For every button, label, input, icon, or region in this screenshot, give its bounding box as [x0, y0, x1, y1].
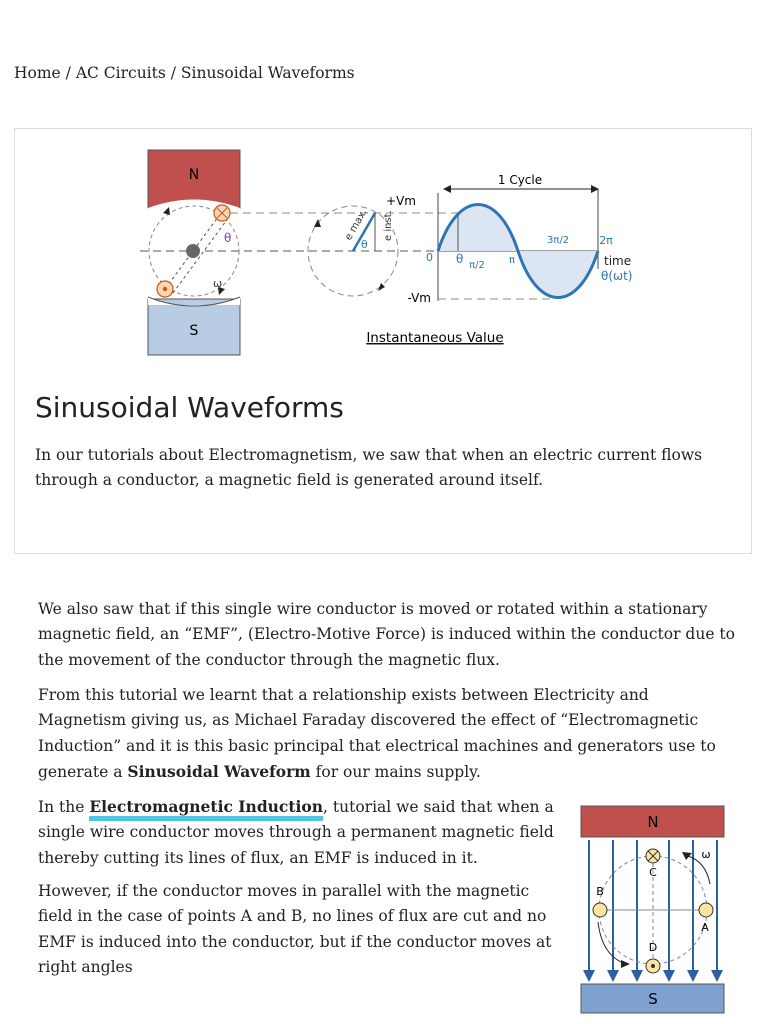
south-pole	[147, 298, 241, 356]
north-pole	[147, 149, 241, 209]
phasor-circle	[307, 205, 399, 297]
flux-lines	[588, 840, 718, 972]
breadcrumb-separator: /	[60, 64, 76, 82]
side-south-pole	[580, 983, 725, 1014]
paragraph-2: From this tutorial we learnt that a rela…	[38, 683, 738, 785]
side-south-label: S	[648, 990, 658, 1008]
paragraph-2-end: for our mains supply.	[310, 762, 481, 781]
breadcrumb-separator: /	[165, 64, 181, 82]
omega-label: ω	[213, 277, 222, 290]
time-label: time	[604, 254, 631, 268]
pi-half-label: π/2	[469, 260, 485, 271]
north-label: N	[189, 167, 199, 183]
page-title: Sinusoidal Waveforms	[35, 391, 344, 424]
breadcrumb-ac-circuits-link[interactable]: AC Circuits	[75, 64, 166, 82]
sinusoidal-waveform-term: Sinusoidal Waveform	[127, 761, 311, 781]
side-north-pole	[580, 805, 725, 838]
point-c-label: C	[649, 866, 657, 879]
pi-label: π	[509, 255, 515, 266]
two-pi-label: 2π	[599, 234, 613, 247]
phasor-line	[351, 212, 377, 252]
point-b-label: B	[596, 885, 604, 898]
breadcrumb-home-link[interactable]: Home	[14, 64, 61, 82]
paragraph-3-text: In the	[38, 798, 90, 816]
point-b-icon	[592, 902, 608, 918]
wave-theta-label: θ	[456, 252, 463, 266]
side-north-label: N	[647, 813, 658, 831]
paragraph-3-end: , tutorial we said that when a single wi…	[38, 798, 554, 867]
paragraph-2-text: From this tutorial we learnt that a rela…	[38, 686, 716, 781]
paragraph-3: In the Electromagnetic Induction, tutori…	[38, 794, 568, 871]
point-d-label: D	[649, 941, 657, 954]
side-omega-label: ω	[701, 848, 710, 861]
breadcrumb-current: Sinusoidal Waveforms	[180, 64, 355, 82]
minus-vm-label: -Vm	[407, 291, 431, 305]
magnetic-field-diagram: N S C D B A ω	[580, 805, 725, 1014]
cycle-label: 1 Cycle	[498, 173, 542, 187]
paragraph-1: We also saw that if this single wire con…	[38, 600, 735, 669]
theta-wt-label: θ(ωt)	[601, 269, 632, 283]
point-a-icon	[698, 902, 714, 918]
e-inst-label: e inst.	[383, 210, 394, 241]
hero-card: N S θ ω θ e max. e inst.	[14, 128, 752, 554]
armature-axle	[186, 244, 200, 258]
sine-wave	[436, 203, 600, 299]
generator-waveform-diagram: N S θ ω θ e max. e inst.	[140, 149, 632, 356]
plus-vm-label: +Vm	[386, 194, 416, 208]
point-a-label: A	[701, 921, 709, 934]
theta-label: θ	[224, 231, 231, 245]
three-pi-half-label: 3π/2	[547, 235, 569, 246]
electromagnetic-induction-link[interactable]: Electromagnetic Induction	[89, 797, 324, 821]
instantaneous-value-caption: Instantaneous Value	[366, 330, 503, 346]
phasor-theta-label: θ	[361, 238, 368, 251]
breadcrumb: Home / AC Circuits / Sinusoidal Waveform…	[14, 64, 355, 82]
paragraph-4: However, if the conductor moves in paral…	[38, 882, 552, 976]
intro-paragraph: In our tutorials about Electromagnetism,…	[35, 446, 703, 489]
south-label: S	[190, 323, 199, 339]
zero-label: 0	[426, 251, 433, 264]
